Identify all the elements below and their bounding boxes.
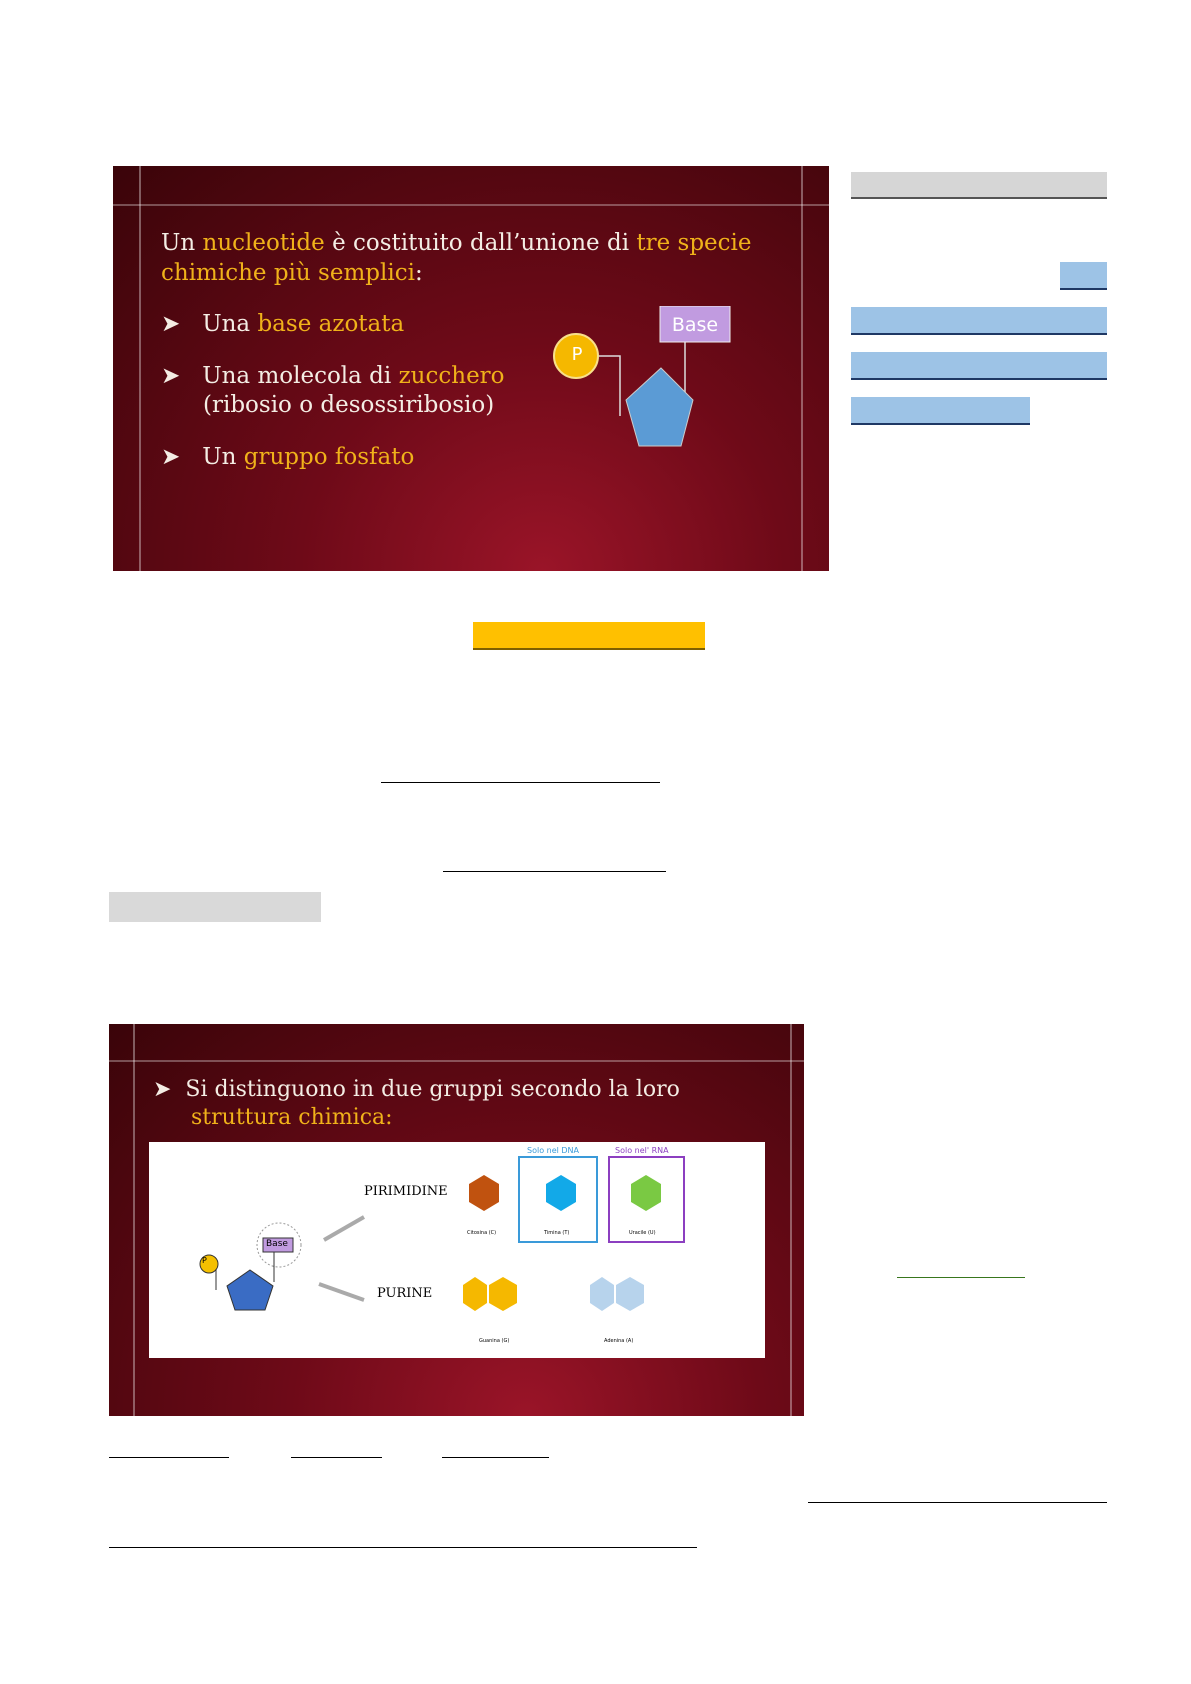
bullet-sugar: ➤ Una molecola di zucchero(ribosio o des… (161, 363, 505, 418)
molecule-label: Adenina (A) (604, 1338, 634, 1344)
bullet-phosphate: ➤ Un gruppo fosfato (161, 444, 415, 470)
underline (381, 782, 660, 783)
bases-figure: PIRIMIDINE PURINE P Base Solo nel DNA So… (149, 1142, 765, 1358)
highlight-blue (851, 397, 1030, 425)
highlight-yellow (473, 622, 705, 650)
only-rna-label: Solo nel' RNA (615, 1146, 669, 1155)
slide-title: Un nucleotide è costituito dall’unione d… (161, 230, 752, 286)
sugar-pentagon (625, 367, 694, 447)
sugar-pentagon (226, 1269, 274, 1311)
phosphate-label: P (571, 344, 583, 365)
phosphate-circle (553, 333, 599, 379)
bullet-base: ➤ Una base azotata (161, 311, 405, 337)
underline (442, 1457, 549, 1458)
slide-nucleotide: Un nucleotide è costituito dall’unione d… (113, 166, 829, 571)
phosphate-circle (199, 1254, 219, 1274)
molecule-label: Uracile (U) (629, 1230, 656, 1236)
base-label: Base (266, 1239, 288, 1249)
highlight-gray (851, 172, 1107, 199)
pyrimidines-label: PIRIMIDINE (364, 1184, 448, 1199)
molecule-label: Timina (T) (544, 1230, 570, 1236)
arrow-icon (323, 1215, 365, 1242)
underline (443, 871, 666, 872)
slide-bases: ➤ Si distinguono in due gruppi secondo l… (109, 1024, 804, 1416)
molecule-label: Guanina (G) (479, 1338, 510, 1344)
cytosine-ring (469, 1175, 499, 1211)
underline (109, 1547, 697, 1548)
base-label: Base (671, 314, 719, 336)
underline (109, 1457, 229, 1458)
only-dna-label: Solo nel DNA (527, 1146, 580, 1155)
molecule-label: Citosina (C) (467, 1230, 497, 1236)
base-box (659, 306, 731, 343)
base-box (262, 1237, 294, 1253)
uracil-ring (631, 1175, 661, 1211)
highlight-blue (851, 307, 1107, 335)
phosphate-label: P (202, 1256, 207, 1265)
adenine-ring (590, 1277, 614, 1311)
highlight-blue (851, 352, 1107, 380)
slide-bullet: ➤ Si distinguono in due gruppi secondo l… (153, 1077, 680, 1130)
underline-green (897, 1277, 1025, 1278)
highlight-gray (109, 892, 321, 922)
nucleotide-diagram (553, 306, 731, 447)
underline (291, 1457, 382, 1458)
guanine-ring (463, 1277, 487, 1311)
purines-label: PURINE (377, 1286, 433, 1301)
highlight-blue (1060, 262, 1107, 290)
arrow-icon (318, 1282, 365, 1302)
underline (808, 1502, 1107, 1503)
thymine-ring (546, 1175, 576, 1211)
